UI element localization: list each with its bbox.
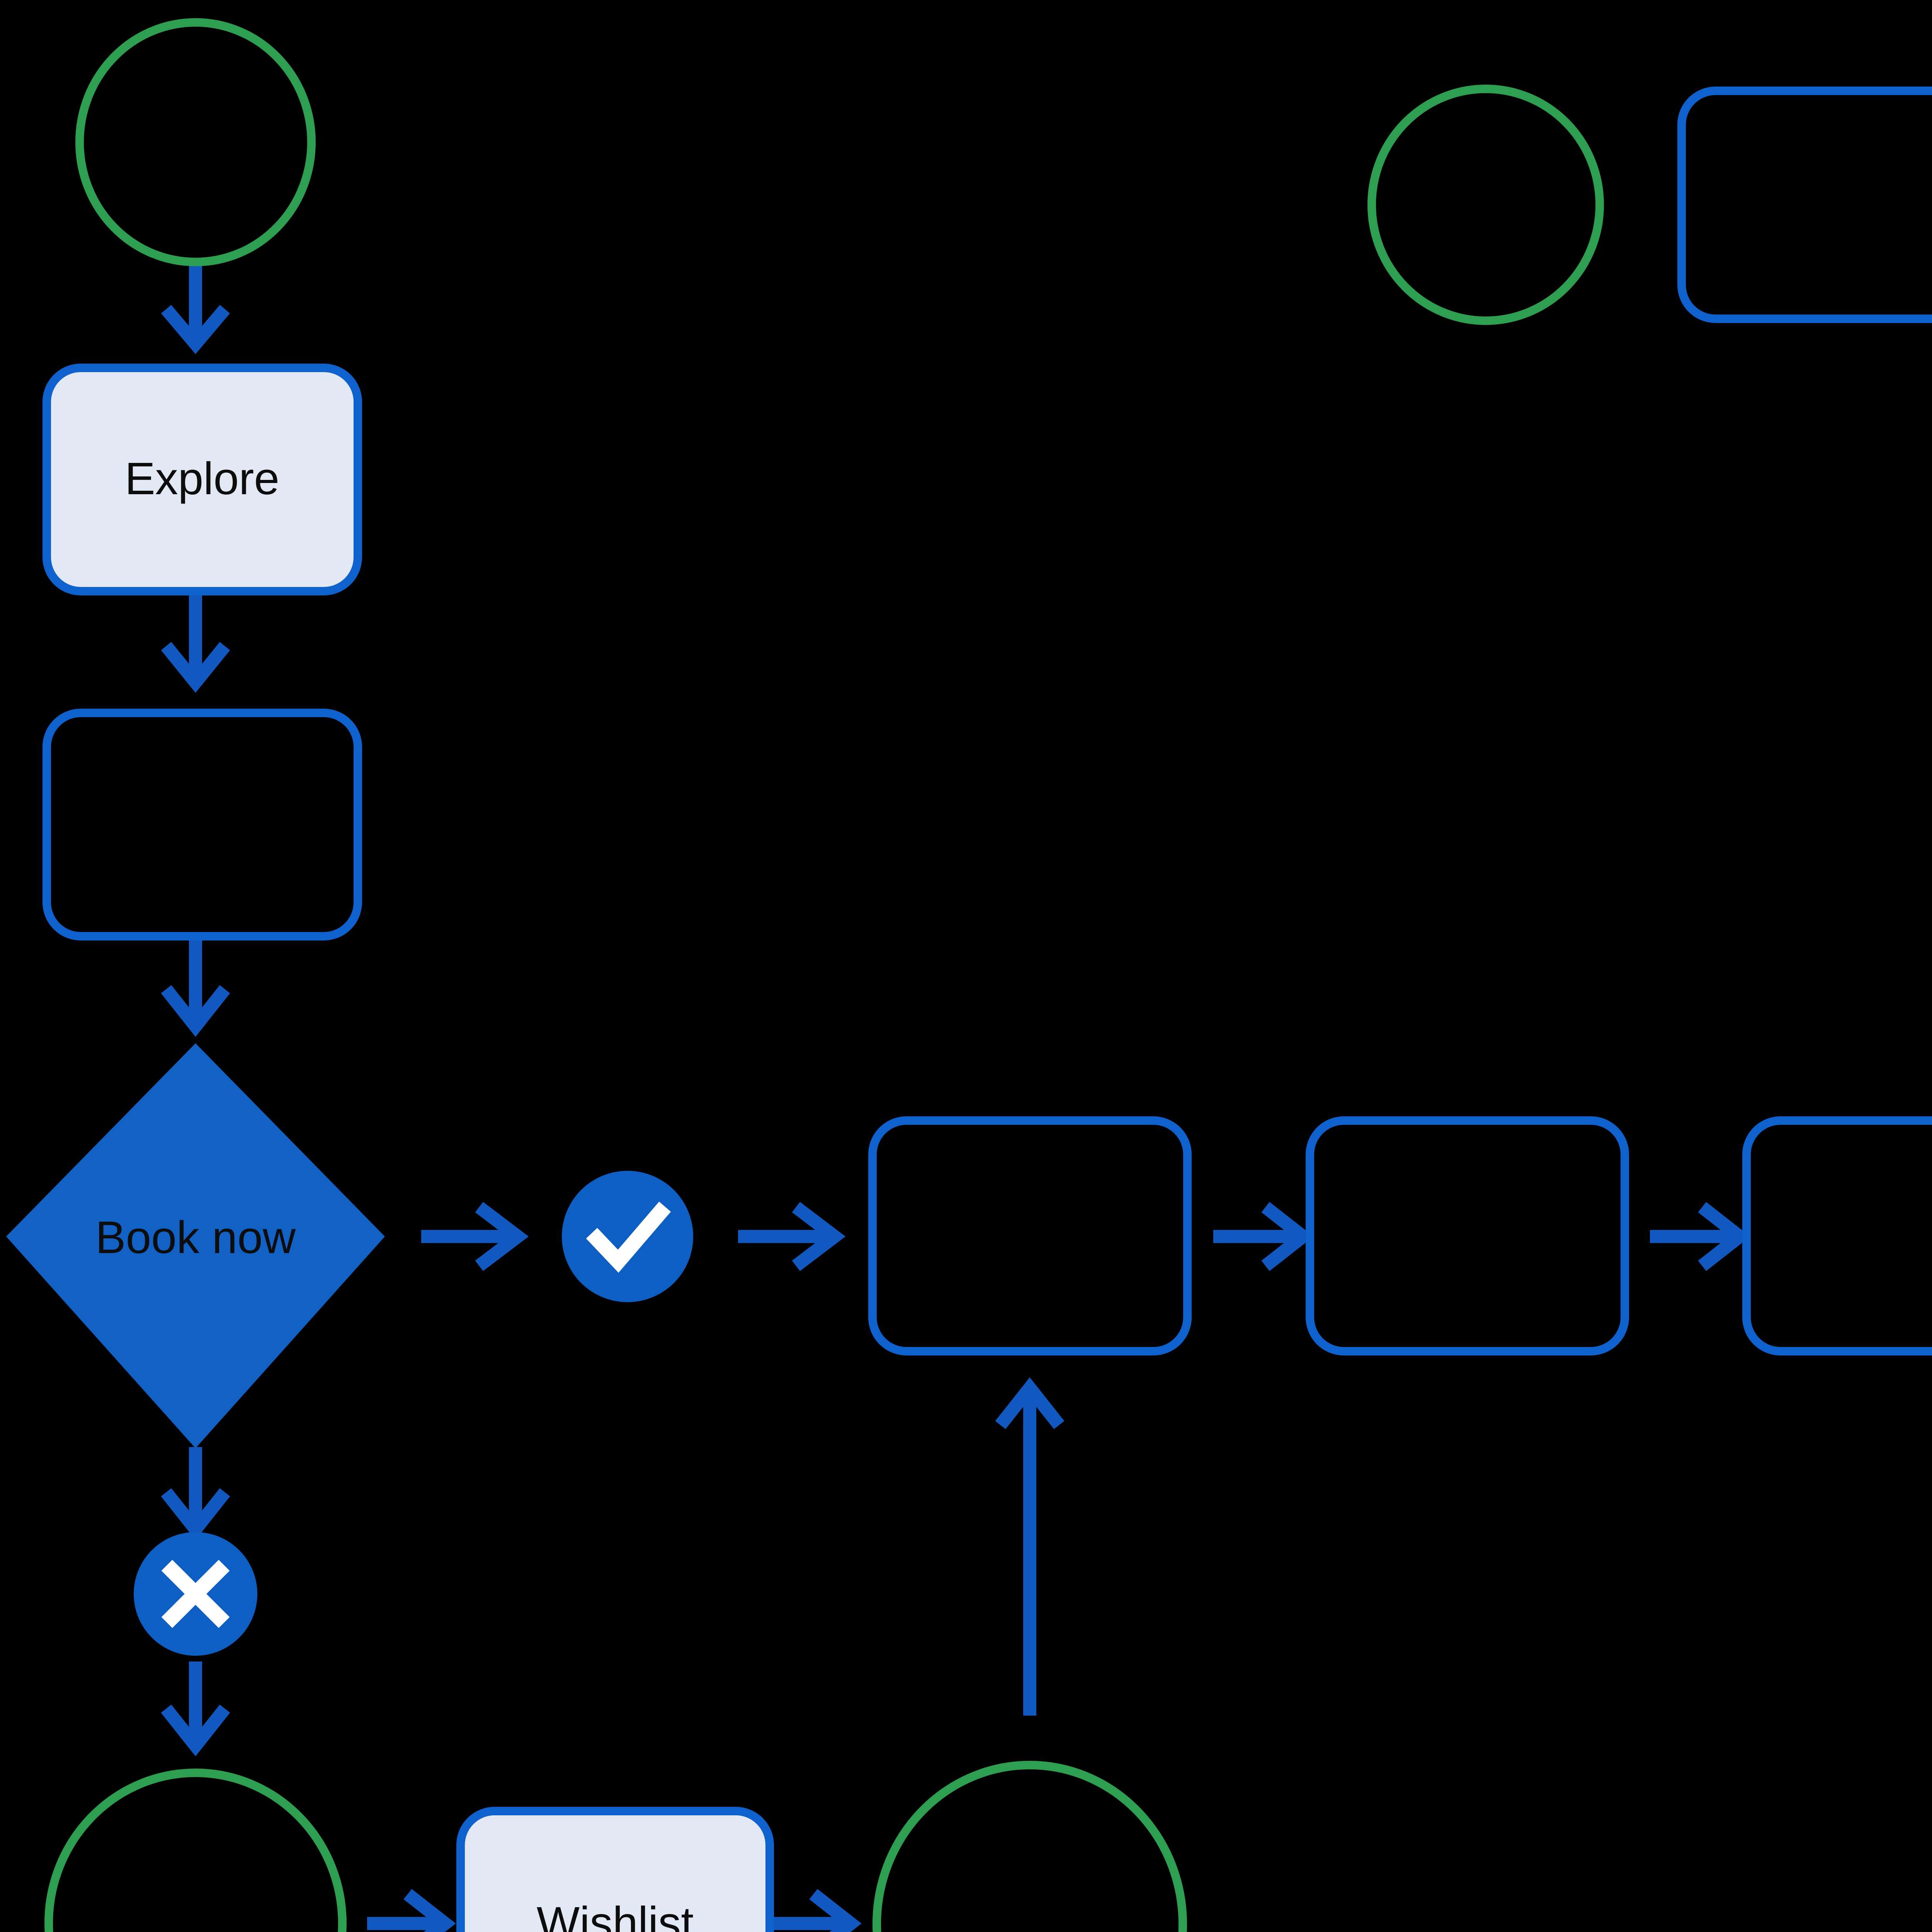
edge-saved-to-wishlist xyxy=(367,1889,456,1932)
edge-layer xyxy=(161,260,1750,1932)
node-no-badge[interactable] xyxy=(134,1532,257,1656)
node-book-now[interactable]: Book now xyxy=(6,1043,385,1448)
node-wishlist[interactable]: Wishlist xyxy=(456,1807,774,1932)
node-start-circle[interactable] xyxy=(75,18,316,266)
edge-booknow-to-yes xyxy=(421,1202,529,1271)
edge-wishlist-to-return xyxy=(773,1889,862,1932)
node-explore-label: Explore xyxy=(125,453,279,504)
yes-badge-circle[interactable] xyxy=(562,1171,693,1302)
node-wishlist-label: Wishlist xyxy=(537,1898,694,1932)
node-step-3-box[interactable] xyxy=(1742,1116,1932,1355)
node-saved-circle[interactable] xyxy=(44,1769,347,1932)
check-icon xyxy=(586,1201,671,1273)
edge-booknow-to-no xyxy=(161,1447,230,1540)
node-explore[interactable]: Explore xyxy=(43,364,362,595)
edge-yes-to-step1 xyxy=(738,1202,846,1271)
node-wishlist-box[interactable] xyxy=(456,1807,774,1932)
edge-step2-to-step3 xyxy=(1650,1202,1750,1271)
legend-terminator-shape[interactable] xyxy=(1367,85,1604,325)
node-step-1-box[interactable] xyxy=(868,1116,1192,1355)
node-book-now-label: Book now xyxy=(95,1212,296,1263)
node-explore-box[interactable] xyxy=(43,364,362,595)
node-book-now-diamond[interactable] xyxy=(6,1043,385,1448)
legend-group: Decision xyxy=(1367,85,1932,325)
edge-listing-to-booknow xyxy=(161,939,230,1037)
edge-start-to-explore xyxy=(161,260,230,354)
legend-process-shape[interactable] xyxy=(1677,87,1932,323)
node-yes-badge[interactable] xyxy=(562,1171,693,1302)
close-icon xyxy=(161,1560,230,1628)
edge-step1-to-step2 xyxy=(1213,1202,1314,1271)
node-listing-box[interactable] xyxy=(43,709,362,940)
edge-return-to-step1 xyxy=(995,1377,1065,1716)
node-step-2-box[interactable] xyxy=(1306,1116,1629,1355)
node-return-circle[interactable] xyxy=(872,1761,1187,1932)
edge-no-to-saved xyxy=(161,1662,230,1757)
edge-explore-to-listing xyxy=(161,595,230,693)
